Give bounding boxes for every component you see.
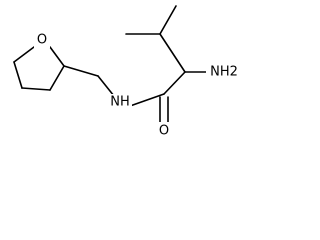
bond-carbonyl-alpha [163,71,186,95]
carbonyl-oxygen-label: O [159,124,169,139]
amide-nitrogen-bg [108,94,132,110]
ring-oxygen-bg [34,32,50,48]
amide-nitrogen-label: NH [110,95,130,110]
ring-bond-o-c5 [13,46,35,63]
ring-bond-c4-c3 [21,87,51,91]
carbonyl-oxygen-bg [156,122,172,138]
bond-alpha-isopropyl [159,33,186,73]
bond-c2-ch2 [63,65,99,77]
chemical-structure-diagram: O NH NH2 O [0,0,248,150]
ring-bond-c5-c4 [13,61,23,89]
structure-svg: O NH NH2 O [13,5,242,139]
bonds [13,5,208,123]
amine-label: NH2 [210,65,238,80]
bond-isopropyl-methyl-right [159,5,177,35]
ring-bond-c2-o [49,46,65,67]
ring-bond-c3-c2 [49,65,65,91]
bond-nh-carbonyl [129,93,165,107]
bond-ch2-nh [97,75,115,97]
amine-bg [206,64,242,80]
atom-labels: O NH NH2 O [34,32,242,139]
ring-oxygen-label: O [37,33,47,48]
